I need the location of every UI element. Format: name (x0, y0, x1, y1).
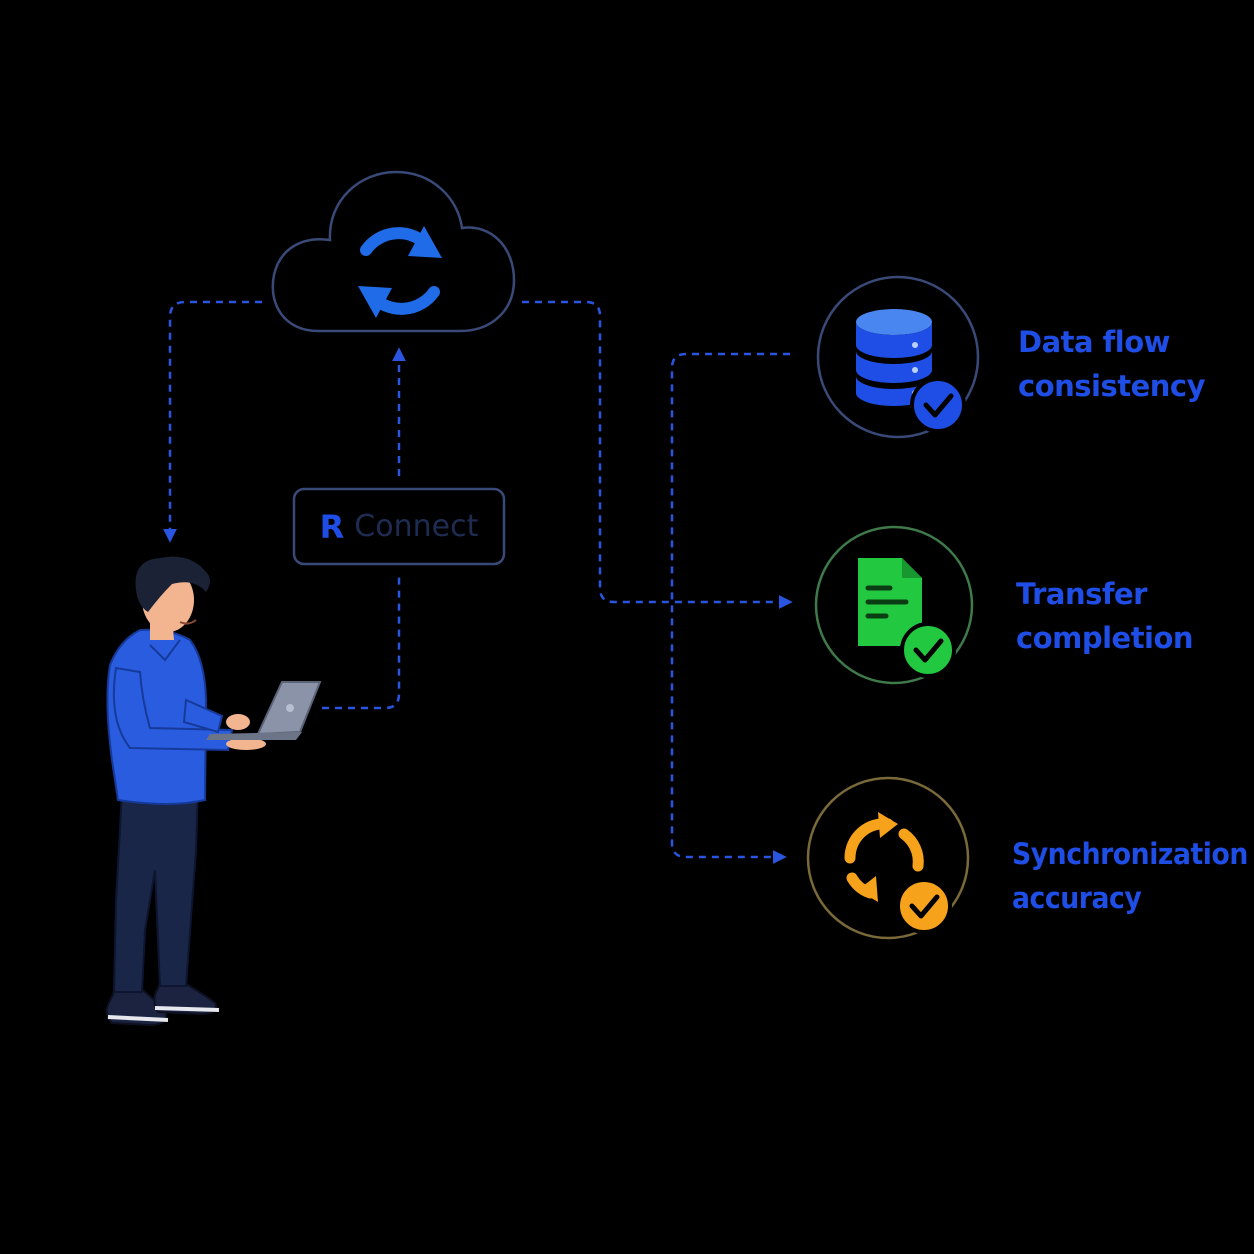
document-check-icon (858, 558, 956, 678)
cloud-to-user-arrow (163, 300, 262, 543)
outcome-ring (806, 776, 970, 940)
outcome-label-line1: Synchronization (1012, 837, 1248, 871)
outcome-label-line2: consistency (1018, 369, 1206, 403)
cloud-icon (271, 170, 516, 333)
shirt-arm (112, 666, 234, 752)
outcome-sync (806, 776, 970, 940)
laptop-icon (206, 681, 322, 740)
outcome-ring (816, 275, 980, 439)
sync-check-icon (844, 812, 952, 934)
outcome-transfer (814, 525, 974, 685)
connect-logo-mark: R (319, 507, 345, 546)
outcome-label-line1: Data flow (1018, 325, 1170, 359)
pants (112, 789, 200, 993)
outcome-label-line2: accuracy (1012, 881, 1142, 915)
outcome-ring (814, 525, 974, 685)
sync-arrows-icon (358, 226, 442, 318)
person-illustration (105, 556, 322, 1027)
outcome-label-transfer: Transfer completion (1016, 572, 1194, 660)
outcome-label-line2: completion (1016, 621, 1194, 655)
hair (135, 556, 210, 612)
outcome-data-flow (816, 275, 980, 439)
branch-to-data-flow-arrow (670, 352, 790, 864)
connect-box[interactable] (292, 487, 506, 566)
database-check-icon (856, 309, 966, 433)
cloud-to-outcomes-line (522, 300, 793, 609)
outcome-label-line1: Transfer (1016, 577, 1147, 611)
connector-lines (163, 300, 793, 864)
cloud-node (271, 170, 516, 333)
outcome-label-data-flow: Data flow consistency (1018, 320, 1206, 408)
laptop-to-connect-line (322, 575, 401, 710)
outcome-label-sync: Synchronization accuracy (1012, 832, 1248, 920)
hand (226, 714, 250, 730)
connect-text: Connect (354, 509, 479, 544)
connect-label: R Connect (294, 489, 504, 564)
